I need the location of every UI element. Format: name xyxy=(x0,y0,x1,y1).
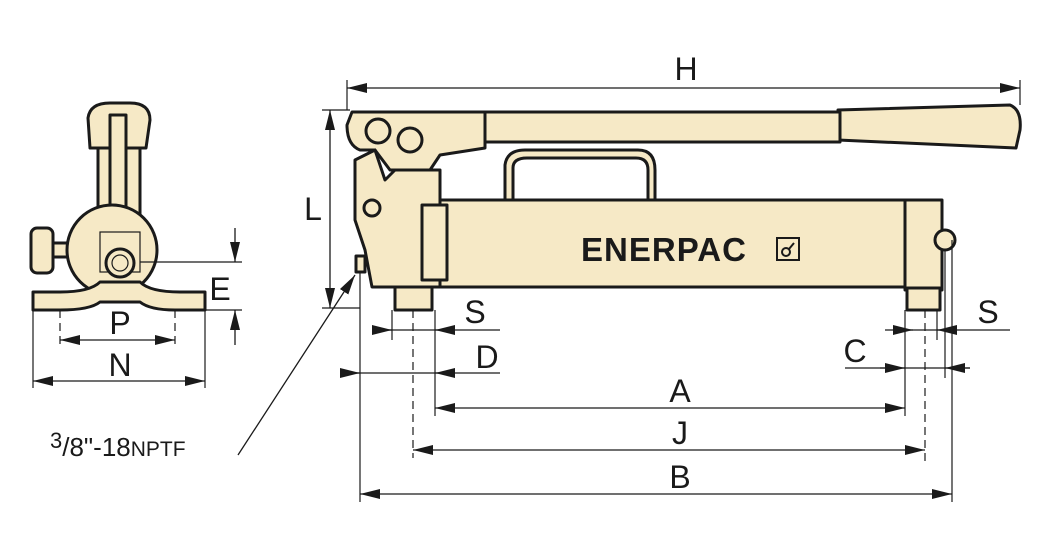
end-fitting xyxy=(905,286,942,312)
port-thread-note: 3/8"-18NPTF xyxy=(50,428,186,462)
dim-label-j: J xyxy=(672,415,688,451)
dim-label-h: H xyxy=(674,51,697,87)
dim-label-n: N xyxy=(108,347,131,383)
dim-label-s-left: S xyxy=(464,294,485,330)
dim-label-e: E xyxy=(209,271,230,307)
dim-label-l: L xyxy=(304,191,322,227)
release-knob xyxy=(29,226,55,275)
reservoir xyxy=(438,198,907,289)
brand-icon xyxy=(776,237,800,261)
dim-label-p: P xyxy=(109,305,130,341)
brand-logo: ENERPAC xyxy=(581,231,747,268)
handle-grip xyxy=(836,103,1022,150)
front-view: E P N xyxy=(29,101,242,388)
port-fitting xyxy=(104,247,136,279)
handle-bar xyxy=(483,110,842,144)
dim-label-c: C xyxy=(843,333,866,369)
side-view: ENERPAC H L S D xyxy=(50,51,1022,502)
side-fitting xyxy=(354,254,367,274)
carry-handle xyxy=(503,148,657,204)
dim-label-a: A xyxy=(669,373,691,409)
outlet-fitting xyxy=(393,285,434,312)
dim-label-s-right: S xyxy=(977,294,998,330)
dim-label-b: B xyxy=(669,459,690,495)
dim-label-d: D xyxy=(475,339,498,375)
